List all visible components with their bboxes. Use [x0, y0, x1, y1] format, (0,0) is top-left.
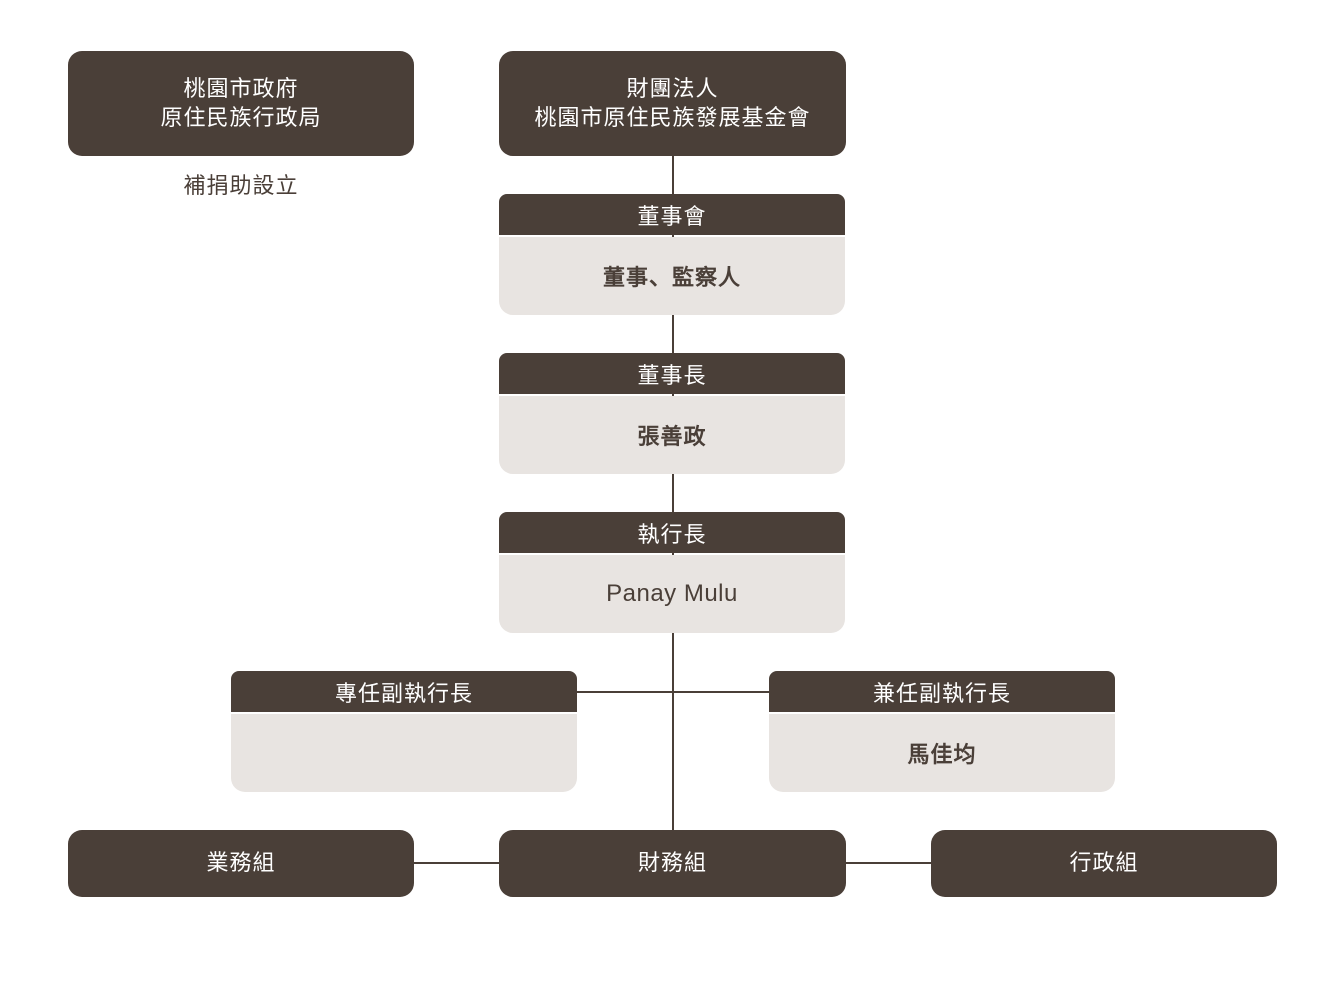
deputy-fulltime-header: 專任副執行長 — [231, 671, 577, 712]
business-group-box: 業務組 — [68, 830, 414, 897]
admin-group-box: 行政組 — [931, 830, 1277, 897]
connector-main-vertical — [672, 155, 674, 831]
foundation-box: 財團法人 桃園市原住民族發展基金會 — [499, 51, 846, 156]
ceo-name: Panay Mulu — [499, 555, 845, 633]
deputy-fulltime-card: 專任副執行長 — [231, 671, 577, 792]
chairman-card: 董事長 張善政 — [499, 353, 845, 474]
deputy-parttime-name: 馬佳均 — [769, 714, 1115, 792]
connector-groups-left — [413, 862, 500, 864]
sponsor-box: 桃園市政府 原住民族行政局 — [68, 51, 414, 156]
finance-group-box: 財務組 — [499, 830, 846, 897]
connector-groups-right — [845, 862, 932, 864]
foundation-name-line2: 桃園市原住民族發展基金會 — [534, 105, 811, 131]
deputy-parttime-header: 兼任副執行長 — [769, 671, 1115, 712]
ceo-header: 執行長 — [499, 512, 845, 553]
connector-deputy-horizontal — [576, 691, 770, 693]
ceo-card: 執行長 Panay Mulu — [499, 512, 845, 633]
sponsor-note: 補捐助設立 — [183, 174, 299, 199]
finance-group-label: 財務組 — [637, 851, 707, 876]
board-card: 董事會 董事、監察人 — [499, 194, 845, 315]
chairman-header: 董事長 — [499, 353, 845, 394]
board-members: 董事、監察人 — [499, 237, 845, 315]
deputy-parttime-card: 兼任副執行長 馬佳均 — [769, 671, 1115, 792]
business-group-label: 業務組 — [206, 851, 276, 876]
admin-group-label: 行政組 — [1069, 851, 1139, 876]
board-header: 董事會 — [499, 194, 845, 235]
chairman-name: 張善政 — [499, 396, 845, 474]
foundation-name-line1: 財團法人 — [626, 76, 719, 102]
sponsor-name-line1: 桃園市政府 — [183, 76, 299, 102]
sponsor-name-line2: 原住民族行政局 — [160, 105, 322, 131]
deputy-fulltime-name — [231, 714, 577, 792]
